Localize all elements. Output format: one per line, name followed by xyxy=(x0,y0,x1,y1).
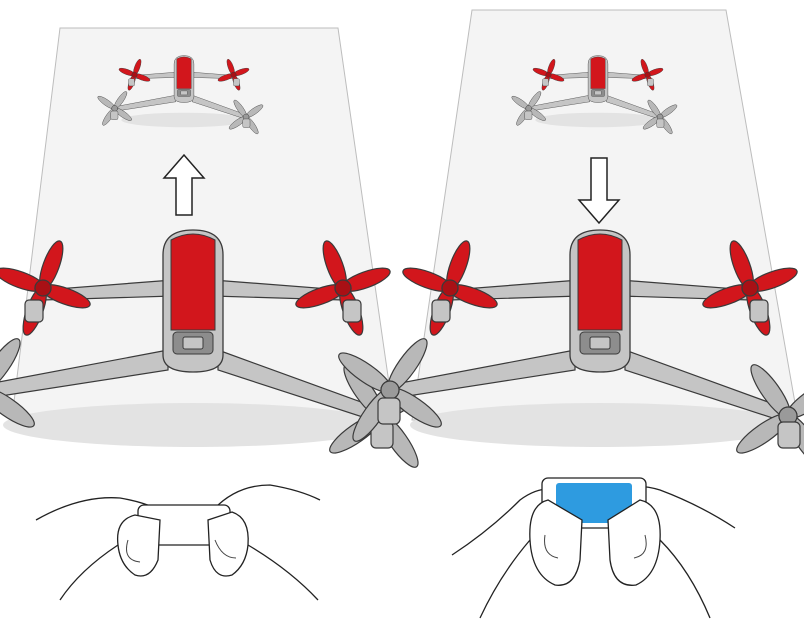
down-arrow-icon xyxy=(577,157,621,225)
up-arrow-icon xyxy=(162,153,206,216)
phone-screen xyxy=(556,483,632,523)
hands-holding-phone-icon xyxy=(35,484,321,601)
left-panel-move-forward xyxy=(0,27,437,601)
hands-holding-phone-icon xyxy=(451,477,736,619)
right-panel-move-backward xyxy=(334,9,804,619)
